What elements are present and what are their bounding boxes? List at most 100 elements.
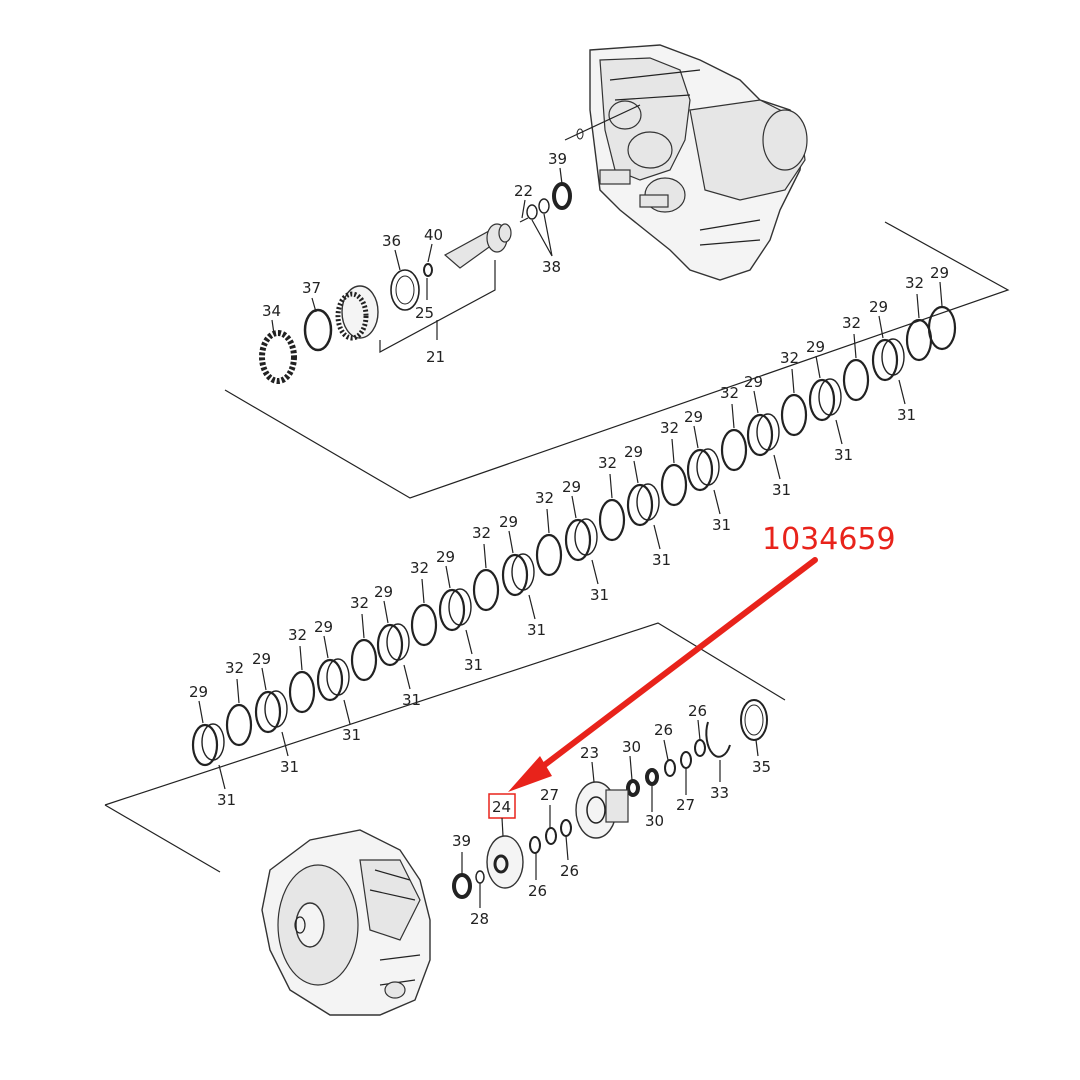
label-33: 33 <box>710 784 729 802</box>
label-36: 36 <box>382 232 401 250</box>
ring-31 <box>264 690 288 728</box>
ring-31 <box>696 448 720 486</box>
label-30-upper: 30 <box>622 738 641 756</box>
label-32: 32 <box>780 349 799 367</box>
ring-32 <box>720 428 748 472</box>
label-29: 29 <box>624 443 643 461</box>
ring-31 <box>448 588 472 626</box>
ring-31 <box>881 338 905 376</box>
ring-31 <box>574 518 598 556</box>
label-37: 37 <box>302 279 321 297</box>
label-29-end: 29 <box>930 264 949 282</box>
label-31: 31 <box>280 758 299 776</box>
label-31: 31 <box>217 791 236 809</box>
label-35: 35 <box>752 758 771 776</box>
label-31: 31 <box>402 691 421 709</box>
ring-32 <box>225 703 253 747</box>
label-29: 29 <box>189 683 208 701</box>
label-32: 32 <box>410 559 429 577</box>
label-31: 31 <box>834 446 853 464</box>
disc-29 <box>746 413 774 457</box>
disc-29 <box>316 658 344 702</box>
label-31: 31 <box>652 551 671 569</box>
part-number-callout: 1034659 <box>508 522 896 792</box>
label-32: 32 <box>660 419 679 437</box>
disc-29 <box>871 338 899 382</box>
ring-32 <box>660 463 688 507</box>
ring-32 <box>288 670 316 714</box>
disc-29 <box>686 448 714 492</box>
label-27-left: 27 <box>540 786 559 804</box>
ring-31 <box>511 553 535 591</box>
label-39-upper: 39 <box>548 150 567 168</box>
label-30-lower: 30 <box>645 812 664 830</box>
label-32: 32 <box>225 659 244 677</box>
label-29: 29 <box>499 513 518 531</box>
label-31: 31 <box>527 621 546 639</box>
label-29: 29 <box>684 408 703 426</box>
label-31: 31 <box>590 586 609 604</box>
label-23: 23 <box>580 744 599 762</box>
lower-small-parts <box>452 699 768 899</box>
ring-32 <box>842 358 870 402</box>
upper-plane-outline <box>224 221 1010 499</box>
clutch-pack-rings <box>191 305 957 767</box>
label-32: 32 <box>598 454 617 472</box>
ring-31 <box>636 483 660 521</box>
label-31: 31 <box>772 481 791 499</box>
label-29: 29 <box>869 298 888 316</box>
ring-32 <box>350 638 378 682</box>
ring-31 <box>201 723 225 761</box>
label-31: 31 <box>342 726 361 744</box>
upper-transmission-housing <box>564 44 808 281</box>
label-29: 29 <box>562 478 581 496</box>
lower-transmission-housing <box>261 829 431 1016</box>
label-32: 32 <box>720 384 739 402</box>
label-29: 29 <box>314 618 333 636</box>
disc-29 <box>376 623 404 667</box>
ring-32 <box>535 533 563 577</box>
label-24: 24 <box>492 798 511 816</box>
ring-32 <box>472 568 500 612</box>
disc-29 <box>191 723 219 767</box>
disc-29-end <box>927 305 957 351</box>
label-26-c: 26 <box>560 862 579 880</box>
label-29: 29 <box>436 548 455 566</box>
label-25: 25 <box>415 304 434 322</box>
label-31: 31 <box>712 516 731 534</box>
ring-32 <box>410 603 438 647</box>
label-34: 34 <box>262 302 281 320</box>
lower-plane-outline <box>104 622 786 806</box>
label-32: 32 <box>288 626 307 644</box>
label-31: 31 <box>897 406 916 424</box>
label-39-lower: 39 <box>452 832 471 850</box>
disc-29 <box>254 690 282 734</box>
label-27-right: 27 <box>676 796 695 814</box>
label-26-a: 26 <box>654 721 673 739</box>
label-32: 32 <box>350 594 369 612</box>
upper-small-parts <box>259 182 572 384</box>
label-29: 29 <box>374 583 393 601</box>
label-32: 32 <box>535 489 554 507</box>
disc-29 <box>501 553 529 597</box>
ring-31 <box>326 658 350 696</box>
label-31: 31 <box>464 656 483 674</box>
label-40: 40 <box>424 226 443 244</box>
label-32: 32 <box>472 524 491 542</box>
ring-32 <box>598 498 626 542</box>
label-26-d: 26 <box>528 882 547 900</box>
ring-32 <box>905 318 933 362</box>
ring-31 <box>756 413 780 451</box>
label-29: 29 <box>252 650 271 668</box>
disc-29 <box>808 378 836 422</box>
label-21: 21 <box>426 348 445 366</box>
label-38: 38 <box>542 258 561 276</box>
label-29: 29 <box>806 338 825 356</box>
disc-29 <box>438 588 466 632</box>
callout-arrow-head <box>508 756 552 792</box>
label-26-b: 26 <box>688 702 707 720</box>
ring-32 <box>780 393 808 437</box>
label-32: 32 <box>842 314 861 332</box>
